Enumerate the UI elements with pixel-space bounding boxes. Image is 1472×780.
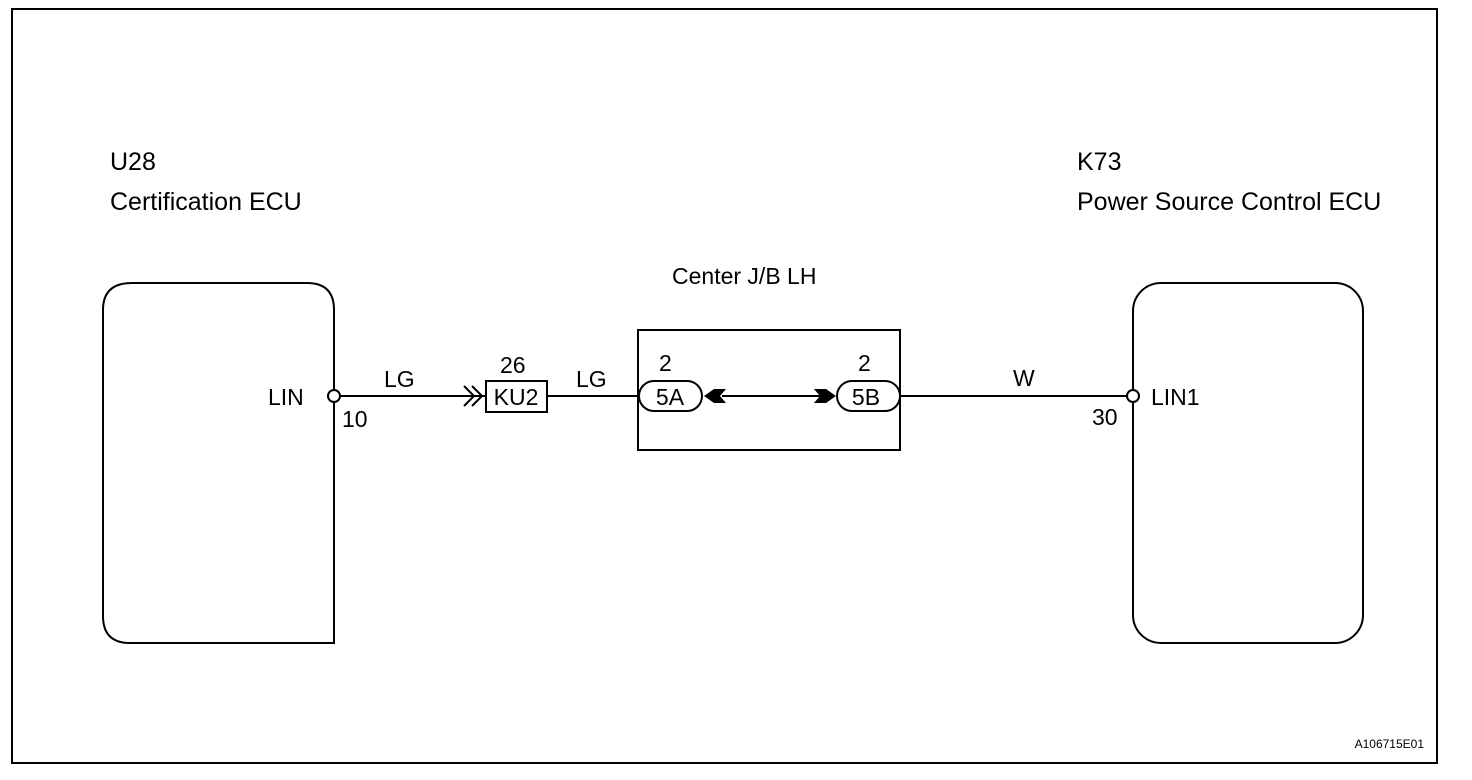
right-ecu-code: K73 xyxy=(1077,148,1121,176)
diagram-frame xyxy=(11,8,1438,764)
left-pin-number: 10 xyxy=(342,406,368,432)
jb-left-arrow-icon xyxy=(704,389,726,403)
jb-right-connector-label: 5B xyxy=(852,384,880,410)
jb-left-connector-label: 5A xyxy=(656,384,685,410)
connector-chevron-icon xyxy=(463,385,484,407)
left-ecu-name: Certification ECU xyxy=(110,188,302,216)
jb-left-connector xyxy=(638,380,703,412)
jb-right-pin: 2 xyxy=(858,350,871,376)
inline-connector-box xyxy=(485,380,548,413)
inline-connector-label: KU2 xyxy=(494,384,539,410)
junction-block-title: Center J/B LH xyxy=(672,263,816,289)
right-pin-name: LIN1 xyxy=(1151,384,1200,410)
left-pin-name: LIN xyxy=(268,384,304,410)
junction-block-box xyxy=(637,329,901,451)
jb-left-pin: 2 xyxy=(659,350,672,376)
left-pin-terminal xyxy=(327,389,341,403)
figure-id: A106715E01 xyxy=(1355,737,1425,751)
wire-middle-color: LG xyxy=(576,366,607,392)
wire-right-color: W xyxy=(1013,365,1035,391)
left-ecu-box xyxy=(102,282,335,644)
right-pin-number: 30 xyxy=(1092,404,1118,430)
right-ecu-box xyxy=(1132,282,1364,644)
inline-connector-pin: 26 xyxy=(500,352,526,378)
right-pin-terminal xyxy=(1126,389,1140,403)
right-ecu-name: Power Source Control ECU xyxy=(1077,188,1381,216)
left-ecu-code: U28 xyxy=(110,148,156,176)
wire-left-color: LG xyxy=(384,366,415,392)
jb-right-arrow-icon xyxy=(814,389,836,403)
